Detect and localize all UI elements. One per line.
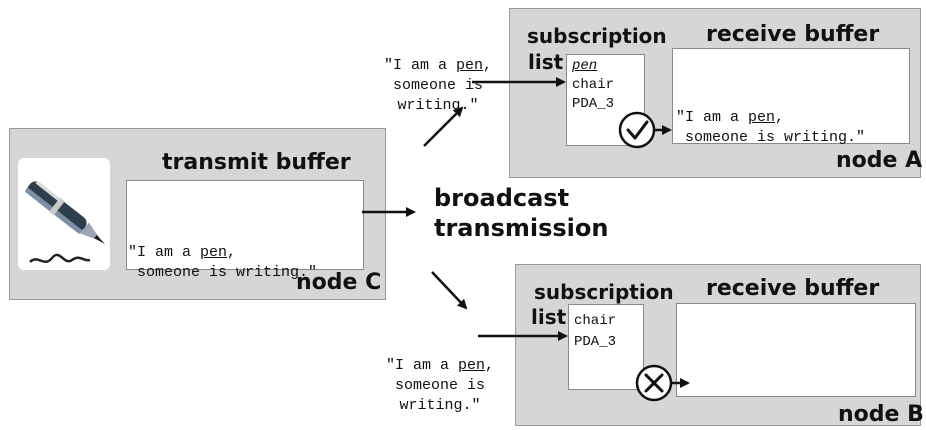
node-a-receive-buffer — [672, 48, 910, 144]
node-c-buffer-title: transmit buffer — [162, 150, 351, 175]
node-a-list-title-2: list — [528, 50, 564, 74]
message-line2: someone is writing." — [137, 264, 318, 281]
reject-icon — [635, 364, 673, 402]
arrow-diagonal-down — [431, 271, 468, 310]
node-b-subscription-list — [568, 304, 644, 390]
arrow-diagonal-up — [423, 106, 464, 147]
node-c-label: node C — [296, 270, 382, 295]
node-b-list-title-2: list — [531, 305, 567, 329]
transmit-buffer — [126, 180, 364, 270]
message-pre: "I am a — [676, 109, 749, 126]
incoming-pre: "I am a — [383, 57, 456, 74]
node-a-label: node A — [836, 148, 923, 173]
node-a-subscription-pen: pen — [572, 58, 598, 74]
incoming-post: , — [483, 57, 493, 74]
broadcast-line2: transmission — [434, 214, 609, 242]
check-icon — [618, 111, 656, 149]
node-b-subscription-chair: chair — [574, 313, 617, 329]
incoming-post: , — [485, 357, 495, 374]
node-b-buffer-title: receive buffer — [706, 276, 880, 301]
message-post: , — [775, 109, 785, 126]
message-word: pen — [748, 109, 776, 126]
message-pre: "I am a — [128, 244, 201, 261]
incoming-line2: someone is — [394, 377, 485, 394]
node-a-list-title-1: subscription — [527, 24, 667, 48]
node-b-receive-buffer — [676, 303, 916, 397]
message-line2: someone is writing." — [685, 129, 866, 146]
incoming-pre: "I am a — [385, 357, 458, 374]
node-a-buffer-title: receive buffer — [706, 22, 880, 47]
incoming-word: pen — [457, 357, 485, 374]
broadcast-line1: broadcast — [434, 184, 570, 212]
node-b-subscription-pda3: PDA_3 — [574, 334, 617, 350]
incoming-word: pen — [455, 57, 483, 74]
node-a-subscription-chair: chair — [572, 77, 615, 93]
incoming-line3: writing." — [399, 397, 481, 414]
message-post: , — [227, 244, 237, 261]
message-word: pen — [200, 244, 228, 261]
node-a-subscription-pda3: PDA_3 — [572, 96, 615, 112]
node-b-incoming-message: "I am a pen, someone is writing." — [372, 336, 508, 416]
node-b-label: node B — [838, 402, 924, 427]
transmit-buffer-message: "I am a pen, someone is writing." — [128, 223, 317, 283]
node-b-list-title-1: subscription — [534, 280, 674, 304]
node-a-buffer-message: "I am a pen, someone is writing." — [676, 88, 865, 148]
